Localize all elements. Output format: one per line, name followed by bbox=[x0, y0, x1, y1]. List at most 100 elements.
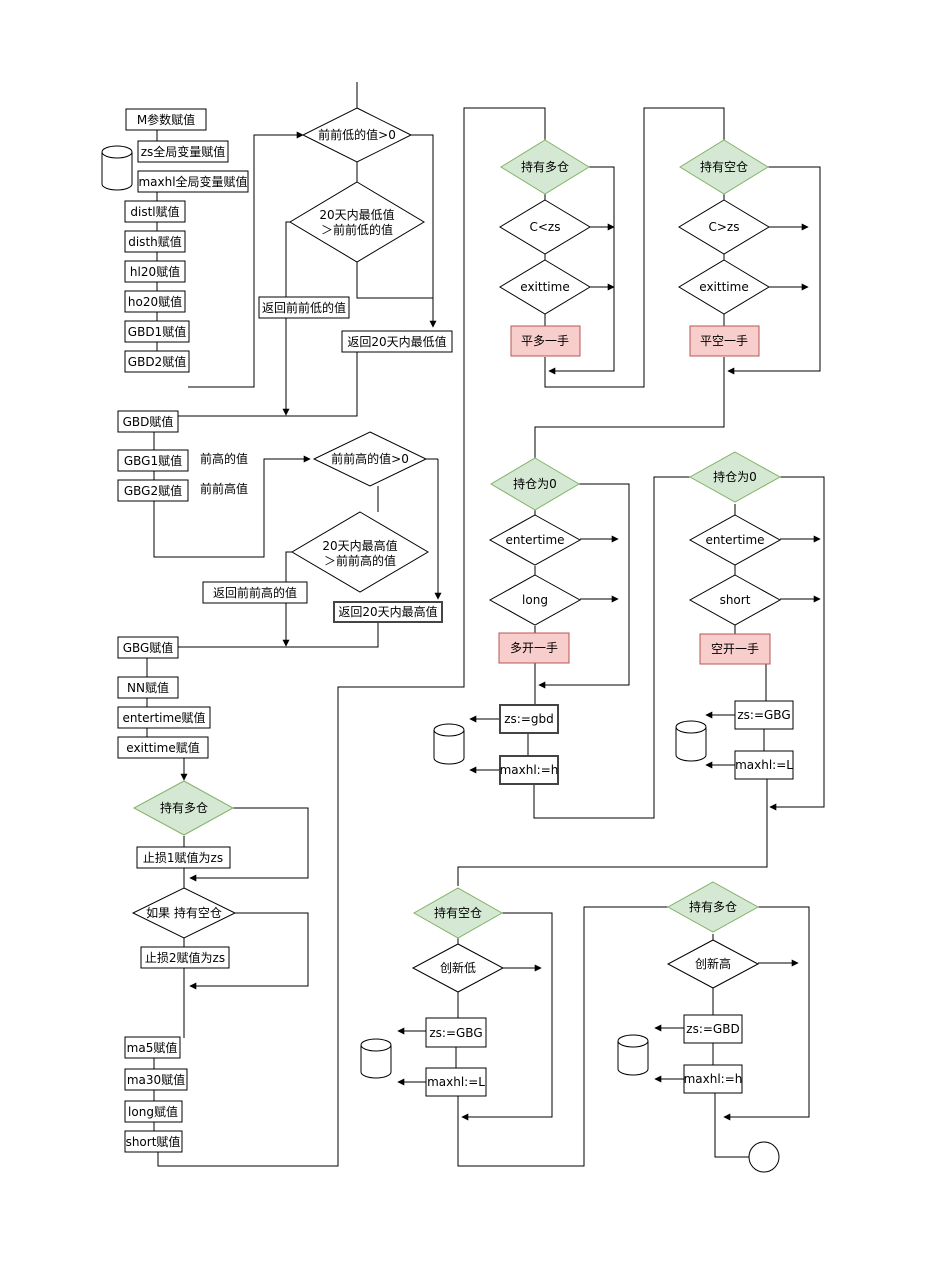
open-long-action-box bbox=[498, 632, 570, 664]
trail-long-set-zs-box bbox=[683, 1014, 743, 1044]
stop2-box bbox=[140, 946, 230, 969]
open-short-dir-label: short bbox=[720, 593, 751, 607]
gbg2-note: 前前高值 bbox=[200, 481, 248, 496]
trail-long-hold-diamond bbox=[666, 881, 760, 933]
zs-global-box bbox=[137, 140, 229, 163]
m-param-label: M参数赋值 bbox=[137, 112, 195, 127]
m-param-box bbox=[125, 108, 207, 131]
disth-box bbox=[124, 230, 186, 253]
trail-long-set-maxhl-box bbox=[683, 1064, 743, 1094]
prev-low-cond: 前前低的值>0 bbox=[318, 127, 396, 142]
gbd1-box bbox=[124, 320, 190, 343]
trail-short-set-maxhl-box bbox=[425, 1067, 487, 1097]
close-short-action-box bbox=[689, 325, 760, 357]
close-long-action-box bbox=[510, 325, 581, 357]
gbd1-label: GBD1赋值 bbox=[128, 324, 186, 339]
gbg2-label: GBG2赋值 bbox=[124, 483, 182, 498]
nn-label: NN赋值 bbox=[127, 680, 169, 695]
close-short-c-diamond bbox=[678, 199, 770, 255]
distl-box bbox=[124, 200, 186, 223]
low-block: 前前低的值>0 20天内最低值 ＞前前低的值 返回前前低的值 返回20天内最低值 bbox=[258, 107, 453, 353]
high-block: 前前高的值>0 20天内最高值 ＞前前高的值 返回前前高的值 返回20天内最高值 bbox=[202, 431, 443, 623]
stop1-box bbox=[136, 846, 231, 869]
close-long-c-diamond bbox=[499, 199, 591, 255]
open-long-action-label: 多开一手 bbox=[510, 641, 558, 655]
close-short-exit-diamond bbox=[678, 259, 770, 315]
gbd2-label: GBD2赋值 bbox=[128, 354, 186, 369]
ret-20d-high-box bbox=[333, 601, 443, 623]
if-hold-short-diamond bbox=[131, 887, 237, 939]
ho20-box bbox=[124, 290, 186, 313]
high20-cond-line2: ＞前前高的值 bbox=[324, 553, 396, 568]
trail-long-cond-label: 创新高 bbox=[695, 956, 731, 971]
entertime-box bbox=[117, 706, 211, 729]
ret-20d-high-label: 返回20天内最高值 bbox=[338, 604, 437, 619]
prev-high-cond: 前前高的值>0 bbox=[331, 451, 409, 466]
trail-short-block: 持有空仓 创新低 zs:=GBG maxhl:=L bbox=[360, 887, 505, 1097]
ma30-label: ma30赋值 bbox=[127, 1072, 185, 1087]
high20-cond-line1: 20天内最高值 bbox=[322, 538, 397, 553]
close-long-exit-label: exittime bbox=[520, 280, 569, 294]
short-box bbox=[124, 1130, 183, 1153]
ma30-box bbox=[124, 1068, 188, 1091]
ho20-label: ho20赋值 bbox=[128, 294, 182, 309]
hl20-box bbox=[124, 260, 186, 283]
low20-cond-line2: ＞前前低的值 bbox=[321, 222, 393, 237]
gbg-label: GBG赋值 bbox=[123, 640, 174, 655]
database-icon bbox=[433, 723, 465, 765]
close-short-action-label: 平空一手 bbox=[700, 334, 748, 348]
database-icon bbox=[675, 720, 707, 762]
prev-high-diamond bbox=[312, 431, 428, 487]
trail-short-set-zs-box bbox=[425, 1017, 487, 1048]
gbd-box bbox=[117, 410, 179, 433]
trail-short-hold-label: 持有空仓 bbox=[434, 905, 482, 920]
ret-20d-low-box bbox=[341, 330, 453, 353]
open-short-hold-label: 持仓为0 bbox=[713, 469, 757, 484]
low20-cond-line1: 20天内最低值 bbox=[319, 207, 394, 222]
open-short-set-zs-label: zs:=GBG bbox=[737, 708, 790, 722]
close-long-action-label: 平多一手 bbox=[521, 334, 569, 348]
ret-prev-high-label: 返回前前高的值 bbox=[213, 585, 297, 600]
exittime-label: exittime赋值 bbox=[126, 740, 199, 755]
entertime-label: entertime赋值 bbox=[122, 710, 205, 725]
maxhl-global-box bbox=[137, 170, 249, 193]
ret-prev-high-box bbox=[202, 581, 308, 604]
exittime-box bbox=[117, 736, 209, 759]
open-long-set-zs-label: zs:=gbd bbox=[504, 712, 554, 726]
prev-low-diamond bbox=[301, 107, 413, 163]
close-short-hold-diamond bbox=[679, 139, 769, 195]
ret-prev-low-box bbox=[258, 296, 350, 319]
trail-long-block: 持有多仓 创新高 zs:=GBD maxhl:=h bbox=[617, 881, 780, 1173]
long-label: long赋值 bbox=[128, 1104, 178, 1119]
open-short-set-zs-box bbox=[734, 700, 794, 730]
database-icon bbox=[617, 1034, 649, 1076]
open-short-set-maxhl-box bbox=[734, 750, 794, 780]
trail-long-hold-label: 持有多仓 bbox=[689, 899, 737, 914]
database-icon bbox=[101, 145, 133, 191]
if-hold-short-label: 如果 持有空仓 bbox=[146, 905, 222, 920]
zs-global-label: zs全局变量赋值 bbox=[141, 144, 226, 159]
low20-diamond bbox=[289, 181, 425, 263]
distl-label: distl赋值 bbox=[130, 204, 179, 219]
open-short-enter-label: entertime bbox=[705, 533, 764, 547]
open-short-block: 持仓为0 entertime short 空开一手 zs:=GBG maxhl:… bbox=[675, 451, 794, 780]
open-short-action-box bbox=[699, 633, 771, 665]
column-1: M参数赋值 zs全局变量赋值 maxhl全局变量赋值 distl赋值 disth… bbox=[101, 108, 249, 1153]
trail-short-set-maxhl-label: maxhl:=L bbox=[427, 1075, 485, 1089]
ma5-label: ma5赋值 bbox=[127, 1040, 178, 1055]
hold-long-diamond bbox=[132, 780, 235, 836]
close-long-hold-label: 持有多仓 bbox=[521, 159, 569, 174]
trail-short-cond-diamond bbox=[411, 943, 505, 993]
stop2-label: 止损2赋值为zs bbox=[145, 950, 225, 965]
open-short-dir-diamond bbox=[688, 574, 782, 626]
trail-short-cond-label: 创新低 bbox=[440, 960, 476, 975]
open-long-set-maxhl-label: maxhl:=h bbox=[500, 763, 559, 777]
open-short-hold-diamond bbox=[688, 451, 782, 503]
open-short-set-maxhl-label: maxhl:=L bbox=[735, 758, 793, 772]
open-long-set-maxhl-box bbox=[499, 755, 559, 785]
close-long-hold-diamond bbox=[500, 139, 590, 195]
database-icon bbox=[360, 1038, 392, 1079]
trail-long-set-zs-label: zs:=GBD bbox=[686, 1022, 739, 1036]
